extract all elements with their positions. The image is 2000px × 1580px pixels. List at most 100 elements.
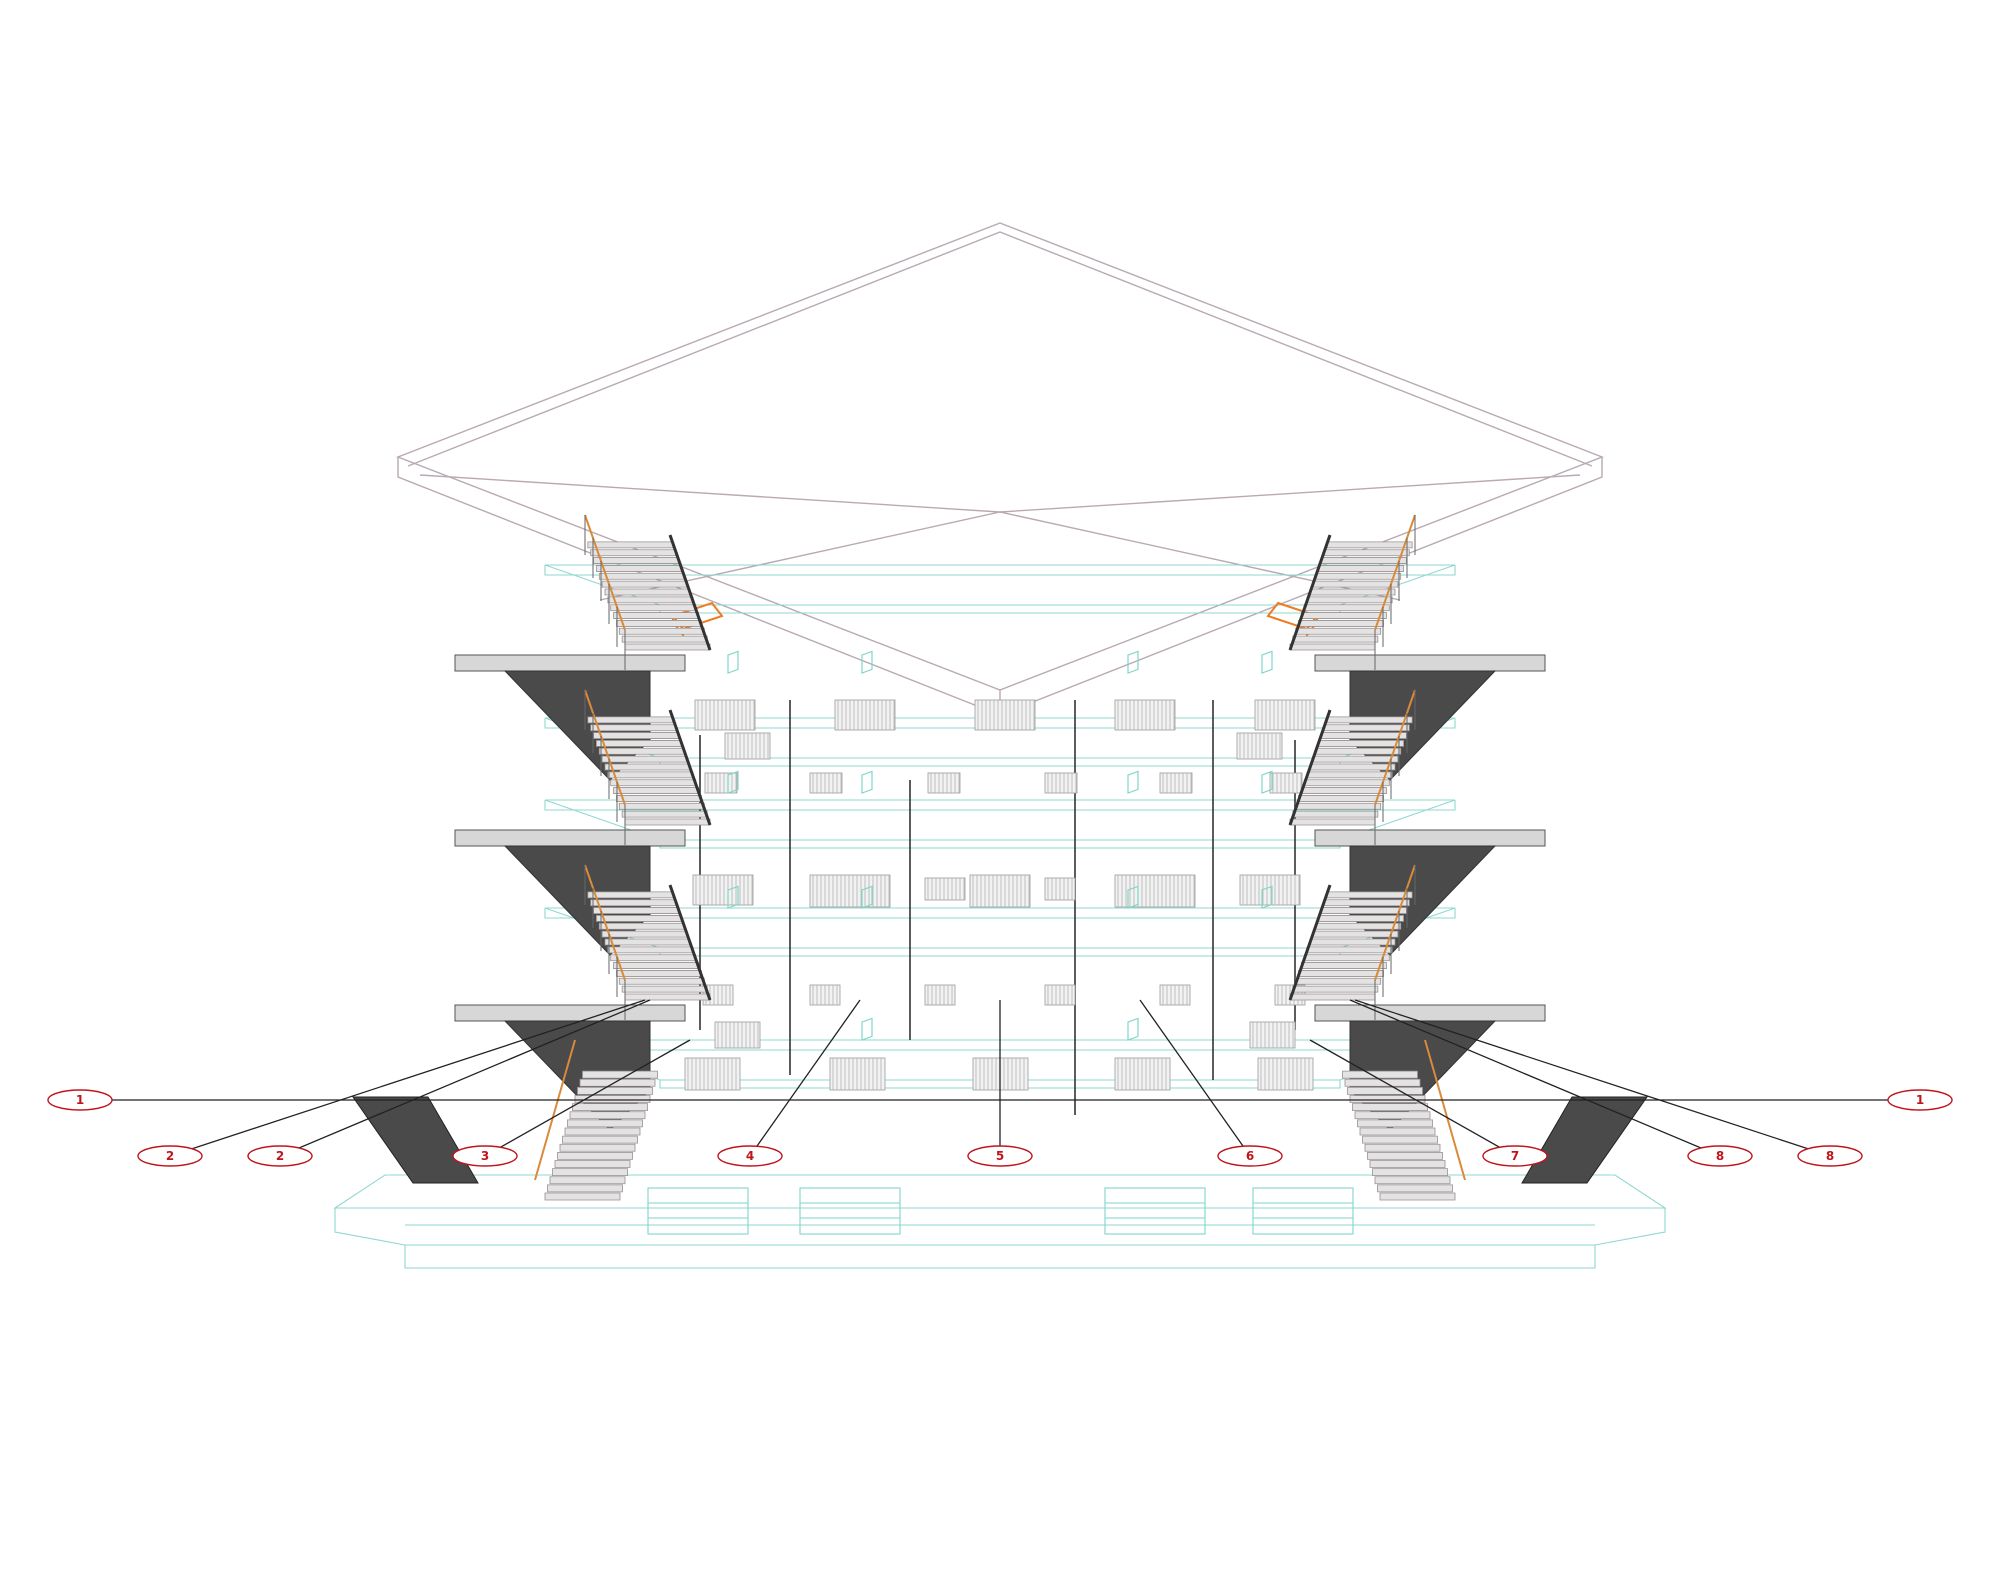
stair-tread [604, 938, 691, 946]
stair-tread [1326, 716, 1413, 724]
glass-panel-icon [1261, 770, 1273, 794]
stair-tread [1323, 724, 1410, 732]
roof-outline [396, 222, 1604, 716]
stair-tread [1312, 755, 1399, 763]
leader-line [749, 999, 861, 1157]
stair-tread [1323, 899, 1410, 907]
number-tag-icon: 2 [137, 1145, 203, 1167]
callout-label: 4 [746, 1149, 754, 1163]
radiator-icon [924, 984, 956, 1006]
stair-tread [1306, 946, 1393, 954]
stair-tread [1326, 541, 1413, 549]
radiator-icon [1044, 984, 1076, 1006]
stair-tread [590, 724, 677, 732]
radiator-body [692, 874, 754, 906]
radiator-icon [1269, 772, 1303, 794]
radiator-icon [704, 772, 738, 794]
radiator-icon [1044, 772, 1078, 794]
leader-line [1139, 999, 1251, 1157]
radiator-icon [714, 1021, 761, 1049]
stair-landing [1314, 829, 1546, 847]
stair-tread [607, 771, 694, 779]
stair-tread [618, 802, 705, 810]
number-tag-icon: 4 [717, 1145, 783, 1167]
leader-line [484, 1039, 691, 1157]
stair-tread [587, 891, 674, 899]
staircase-icon [1342, 1039, 1466, 1201]
number-tag-icon: 8 [1687, 1145, 1753, 1167]
radiator-body [694, 699, 756, 731]
stair-tread [1301, 787, 1387, 794]
leader-lines [80, 999, 1920, 1157]
stair-tread [596, 565, 682, 572]
glass-panel-frame [1261, 650, 1273, 674]
stair-tread [1292, 635, 1379, 643]
glass-panel-icon [727, 885, 739, 909]
glass-panels [727, 650, 1273, 1041]
stair-tread [572, 1103, 648, 1112]
stair-handrail [1374, 689, 1416, 806]
number-tag-ring [1482, 1145, 1548, 1167]
stair-tread [1367, 1151, 1443, 1160]
radiator-body [809, 772, 843, 794]
stair-tread [593, 732, 679, 739]
planter-box-4 [1252, 1187, 1354, 1235]
glass-panel-frame [1127, 1017, 1139, 1041]
number-tag-ring [1797, 1145, 1863, 1167]
stair-tread [1306, 596, 1393, 604]
radiator-body [1249, 1021, 1296, 1049]
callout-label: 1 [1916, 1093, 1924, 1107]
ground-slab [333, 1174, 1667, 1269]
stair-tread [1306, 771, 1393, 779]
radiator-body [829, 1057, 886, 1091]
radiator-body [1114, 874, 1196, 908]
roof-soffit [599, 511, 1401, 601]
glass-panel-frame [1127, 650, 1139, 674]
glass-panel-frame [1261, 885, 1273, 909]
stair-tread [616, 620, 702, 627]
stair-tread [601, 930, 688, 938]
stair-tread [579, 1078, 656, 1087]
radiator-icon [829, 1057, 886, 1091]
number-tag-ring [1687, 1145, 1753, 1167]
planter-box-outline [1104, 1187, 1206, 1235]
radiator-icon [1114, 874, 1196, 908]
callout-label: 8 [1716, 1149, 1724, 1163]
planter-box-outline [799, 1187, 901, 1235]
radiator-icon [1236, 732, 1283, 760]
stair-tread [1374, 1176, 1451, 1185]
number-tag-icon: 5 [967, 1145, 1033, 1167]
stair-tread [1301, 612, 1387, 619]
callout-label: 3 [481, 1149, 489, 1163]
stair-handrail [1374, 864, 1416, 981]
stair-tread [621, 635, 708, 643]
ground-planters [647, 1187, 1354, 1235]
stair-tread [593, 557, 679, 564]
number-tag-icon: 3 [452, 1145, 518, 1167]
number-tag-ring [1887, 1089, 1953, 1111]
radiator-body [684, 1057, 741, 1091]
stair-tread [547, 1184, 623, 1193]
radiator-icon [809, 772, 843, 794]
stair-tread [1369, 1160, 1446, 1168]
callout-label: 7 [1511, 1149, 1519, 1163]
stair-tread [624, 993, 711, 1001]
number-tag-ring [1217, 1145, 1283, 1167]
stair-tread [544, 1192, 621, 1201]
radiator-body [974, 699, 1036, 731]
callout-label: 2 [166, 1149, 174, 1163]
stair-tread [596, 915, 682, 922]
stair-tread [1309, 763, 1396, 771]
stair-tread [1303, 604, 1390, 612]
glass-panel-frame [861, 885, 873, 909]
glass-panel-icon [1261, 650, 1273, 674]
radiator-icon [694, 699, 756, 731]
ground-stair-block-right [1521, 1096, 1648, 1184]
stair-tower-right [1288, 514, 1648, 1201]
glass-panel-icon [861, 1017, 873, 1041]
ground-slab-edge [334, 1208, 1666, 1246]
leader-line [1309, 1039, 1516, 1157]
stair-tread [1318, 740, 1404, 747]
